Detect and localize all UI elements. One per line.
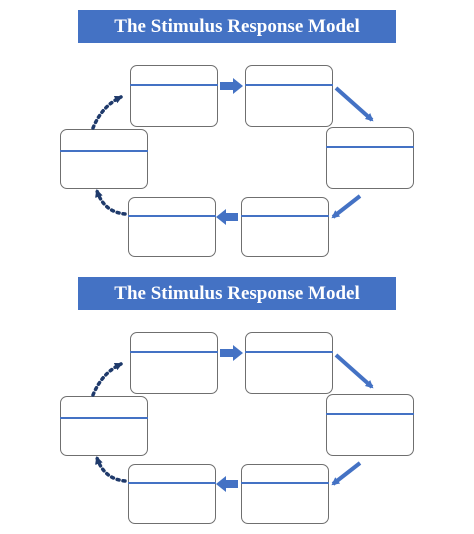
box-right — [326, 127, 414, 189]
diagram-title: The Stimulus Response Model — [78, 277, 396, 310]
stimulus-response-diagram-1: The Stimulus Response Model — [60, 10, 414, 257]
box-divider — [245, 351, 333, 353]
box-bottom-right — [241, 464, 329, 524]
box-top-left — [130, 332, 218, 394]
box-divider — [60, 150, 148, 152]
arrow-right-block — [220, 78, 243, 94]
arrow-dotted-curve-up — [95, 189, 127, 216]
arrow-dotted-curve-right — [91, 362, 123, 397]
box-right — [326, 394, 414, 456]
box-top-right — [245, 332, 333, 394]
arrow-left-block — [216, 209, 238, 225]
box-divider — [130, 84, 218, 86]
arrow-left-block — [216, 476, 238, 492]
box-divider — [60, 417, 148, 419]
box-top-right — [245, 65, 333, 127]
box-divider — [241, 482, 329, 484]
box-bottom-left — [128, 464, 216, 524]
arrow-right-block — [220, 345, 243, 361]
box-divider — [128, 482, 216, 484]
box-bottom-right — [241, 197, 329, 257]
arrow-dotted-curve-up — [95, 456, 127, 483]
arrow-dotted-curve-right — [91, 95, 123, 130]
arrow-diagonal-down-left — [331, 194, 362, 219]
box-divider — [241, 215, 329, 217]
stimulus-response-diagram-2: The Stimulus Response Model — [0, 267, 474, 534]
box-divider — [245, 84, 333, 86]
box-left — [60, 129, 148, 189]
box-left — [60, 396, 148, 456]
box-bottom-left — [128, 197, 216, 257]
box-divider — [326, 413, 414, 415]
box-top-left — [130, 65, 218, 127]
diagram-title: The Stimulus Response Model — [78, 10, 396, 43]
arrow-diagonal-down — [334, 86, 374, 122]
box-divider — [130, 351, 218, 353]
arrow-diagonal-down-left — [331, 461, 362, 486]
arrow-diagonal-down — [334, 353, 374, 389]
box-divider — [128, 215, 216, 217]
box-divider — [326, 146, 414, 148]
